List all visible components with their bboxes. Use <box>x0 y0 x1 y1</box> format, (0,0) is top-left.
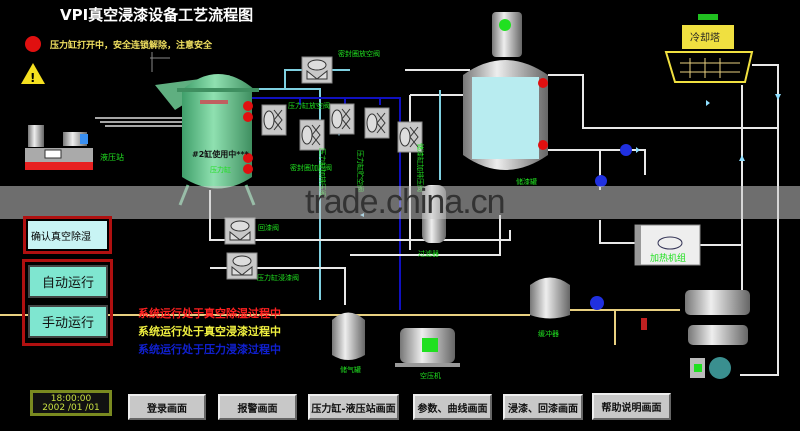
nav-alarm-button[interactable]: 报警画面 <box>218 394 297 420</box>
vacuum-pumps[interactable] <box>685 290 750 379</box>
status-pressure-dip: 系统运行处于压力浸漆过程中 <box>138 343 281 356</box>
pump-icons <box>590 144 632 310</box>
air-compressor[interactable] <box>395 328 460 367</box>
seal-pressurize-valve[interactable] <box>299 119 325 151</box>
heating-unit[interactable] <box>634 224 701 266</box>
clock-date: 2002 /01 /01 <box>42 403 100 413</box>
seal-vent-valve-label: 密封圈放空阀 <box>338 49 380 58</box>
clock-display: 18:00:00 2002 /01 /01 <box>30 390 112 416</box>
svg-text:!: ! <box>30 71 35 85</box>
nav-help-button[interactable]: 帮助说明画面 <box>592 393 671 420</box>
nav-dip-return-button[interactable]: 浸漆、回漆画面 <box>503 394 583 420</box>
seal-vent-valve[interactable] <box>301 56 333 84</box>
buffer-tank[interactable] <box>530 277 570 319</box>
page-title: VPI真空浸漆设备工艺流程图 <box>60 6 253 24</box>
tank-pressurize-valve[interactable] <box>329 103 355 135</box>
auto-run-button[interactable]: 自动运行 <box>28 265 108 298</box>
status-vacuum-dry: 系统运行处于真空除湿过程中 <box>138 307 281 320</box>
confirm-vacuum-button[interactable]: 确认真空除湿 <box>28 221 107 249</box>
filter-label: 过滤器 <box>418 249 439 258</box>
drain-valve-icon[interactable] <box>641 318 647 330</box>
run-mode-group <box>22 259 113 346</box>
tank-pressurize-valve-label: 压力缸加排压阀 <box>318 148 327 197</box>
alarm-indicator-icon <box>25 36 41 52</box>
cooling-tower-label: 冷却塔 <box>690 31 720 44</box>
confirm-vacuum-frame: 确认真空除湿 <box>23 216 112 254</box>
pressure-tank-status: #2缸使用中*** <box>192 149 250 159</box>
return-valve[interactable] <box>224 217 256 245</box>
air-tank[interactable] <box>332 312 365 361</box>
air-compressor-label: 空压机 <box>420 371 441 380</box>
hydraulic-station[interactable] <box>25 125 93 170</box>
nav-login-button[interactable]: 登录画面 <box>128 394 206 420</box>
cooling-tower[interactable] <box>664 14 754 83</box>
pressure-tank[interactable] <box>155 74 259 206</box>
crosshair <box>150 52 170 72</box>
dip-valve-label: 压力缸浸漆阀 <box>257 273 299 282</box>
pressure-tank-label: 压力缸 <box>210 165 231 174</box>
hydraulic-station-label: 液压站 <box>100 152 124 162</box>
clock-time: 18:00:00 <box>50 394 92 404</box>
seal-pressurize-valve-label: 密封圈加压阀 <box>290 163 332 172</box>
tank-air-valve-label: 压力缸贮空阀 <box>356 150 365 192</box>
watermark-band <box>0 186 800 219</box>
tank-air-valve[interactable] <box>364 107 390 139</box>
manual-run-button[interactable]: 手动运行 <box>28 305 108 338</box>
nav-pressure-hydraulic-button[interactable]: 压力缸-液压站画面 <box>308 394 399 420</box>
tank-vent-valve-label: 压力缸放空阀 <box>288 101 330 110</box>
watermark: trade.china.cn <box>305 183 506 221</box>
nav-params-curves-button[interactable]: 参数、曲线画面 <box>413 394 492 420</box>
storage-tank-label: 储漆罐 <box>516 177 537 186</box>
return-valve-label: 回漆阀 <box>258 223 279 232</box>
buffer-tank-label: 缓冲器 <box>538 329 559 338</box>
dip-valve[interactable] <box>226 252 258 280</box>
status-vacuum-dip: 系统运行处于真空浸漆过程中 <box>138 325 281 338</box>
storage-pressurize-valve-label: 储漆缸加排压阀 <box>416 143 425 192</box>
tank-vent-valve[interactable] <box>261 104 287 136</box>
alarm-text: 压力缸打开中，安全连锁解除，注意安全 <box>50 39 213 51</box>
air-tank-label: 储气罐 <box>340 365 361 374</box>
heating-unit-label: 加热机组 <box>650 252 686 264</box>
warning-icon <box>21 63 45 84</box>
storage-tank[interactable] <box>463 12 548 170</box>
